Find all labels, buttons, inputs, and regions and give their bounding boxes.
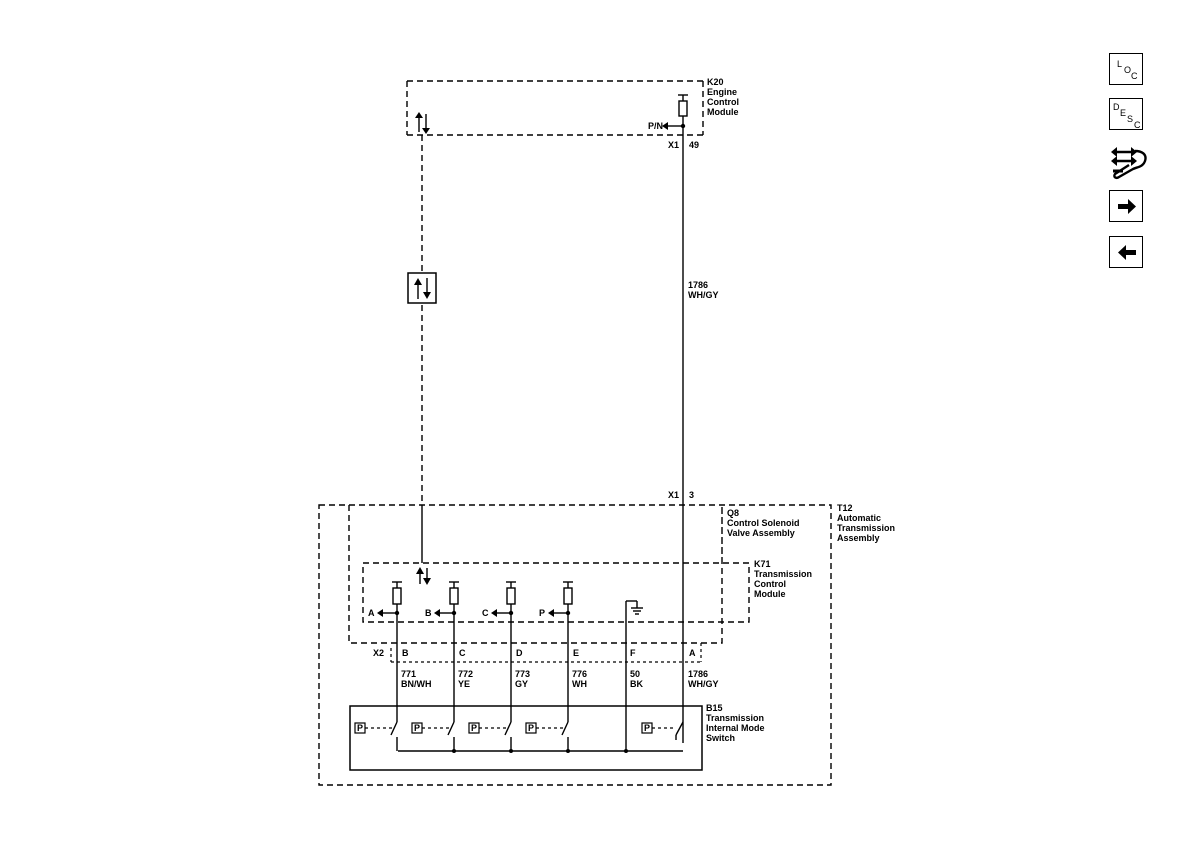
desc-letter-s: S bbox=[1127, 114, 1133, 124]
signal-name: P bbox=[539, 608, 545, 618]
arrow-right-icon bbox=[1118, 199, 1136, 214]
ecm-label-1: Engine bbox=[707, 87, 737, 97]
ecm-label-3: Module bbox=[707, 107, 739, 117]
loc-letter-o: O bbox=[1124, 65, 1131, 75]
pin-a-circuit: 1786 bbox=[688, 669, 708, 679]
t12-connector: X1 bbox=[668, 490, 679, 500]
tcm-serial-data-icon bbox=[416, 567, 431, 585]
wire-color: GY bbox=[515, 679, 528, 689]
ground-pin: F bbox=[630, 648, 636, 658]
pin-a: A bbox=[689, 648, 696, 658]
b15-label-1: Transmission bbox=[706, 713, 764, 723]
ecm-pin: 49 bbox=[689, 140, 699, 150]
switch-contact bbox=[561, 721, 569, 736]
circuit-number: 773 bbox=[515, 669, 530, 679]
loc-letter-c: C bbox=[1131, 71, 1138, 81]
wire-color: YE bbox=[458, 679, 470, 689]
t12-label-2: Transmission bbox=[837, 523, 895, 533]
t12-label-1: Automatic bbox=[837, 513, 881, 523]
signal-name: C bbox=[482, 608, 489, 618]
circuit-number: 771 bbox=[401, 669, 416, 679]
b15-label-3: Switch bbox=[706, 733, 735, 743]
k71-module-box bbox=[362, 562, 750, 623]
wire-color: WH bbox=[572, 679, 587, 689]
b15-switch-box bbox=[349, 705, 703, 771]
q8-code: Q8 bbox=[727, 508, 739, 518]
t12-assembly-box bbox=[318, 504, 832, 786]
wire-color: BN/WH bbox=[401, 679, 432, 689]
previous-page-button[interactable] bbox=[1109, 236, 1143, 268]
x2-connector-line bbox=[390, 643, 702, 663]
k71-code: K71 bbox=[754, 559, 771, 569]
serial-data-box-icon bbox=[407, 272, 437, 304]
x2-connector: X2 bbox=[373, 648, 384, 658]
loc-letter-l: L bbox=[1117, 59, 1122, 69]
switch-symbol: P bbox=[414, 723, 420, 733]
b15-label-2: Internal Mode bbox=[706, 723, 765, 733]
ground-wire-color: BK bbox=[630, 679, 643, 689]
k71-label-2: Control bbox=[754, 579, 786, 589]
t12-pin: 3 bbox=[689, 490, 694, 500]
q8-assembly-box bbox=[348, 505, 723, 644]
ecm-serial-data-icon bbox=[415, 112, 430, 134]
desc-letter-e: E bbox=[1120, 108, 1126, 118]
ecm-connector: X1 bbox=[668, 140, 679, 150]
t12-label-3: Assembly bbox=[837, 533, 880, 543]
signal-name: B bbox=[425, 608, 432, 618]
q8-label-2: Valve Assembly bbox=[727, 528, 795, 538]
switch-symbol: P bbox=[528, 723, 534, 733]
connector-pin: D bbox=[516, 648, 523, 658]
desc-letter-c: C bbox=[1134, 120, 1141, 130]
k71-label-1: Transmission bbox=[754, 569, 812, 579]
circuit-number: 776 bbox=[572, 669, 587, 679]
switch-contact bbox=[390, 721, 398, 736]
switch-contact bbox=[447, 721, 455, 736]
wire-1786-circuit: 1786 bbox=[688, 280, 708, 290]
ground-circuit bbox=[624, 600, 643, 753]
ground-circuit-number: 50 bbox=[630, 669, 640, 679]
wire-1786-color: WH/GY bbox=[688, 290, 719, 300]
signal-name: A bbox=[368, 608, 375, 618]
connector-pin: C bbox=[459, 648, 466, 658]
mode-switch-pn: P bbox=[641, 721, 684, 740]
circuit-number: 772 bbox=[458, 669, 473, 679]
switch-symbol: P bbox=[357, 723, 363, 733]
ecm-pn-signal: P/N bbox=[648, 121, 663, 131]
switch-symbol: P bbox=[471, 723, 477, 733]
ecm-pullup-resistor bbox=[662, 94, 688, 130]
diagnostic-tools-button[interactable] bbox=[1109, 143, 1149, 183]
k71-label-3: Module bbox=[754, 589, 786, 599]
ecm-label-2: Control bbox=[707, 97, 739, 107]
description-button[interactable]: D E S C bbox=[1109, 98, 1143, 130]
next-page-button[interactable] bbox=[1109, 190, 1143, 222]
t12-code: T12 bbox=[837, 503, 853, 513]
wrench-arrows-icon bbox=[1111, 147, 1147, 179]
connector-pin: E bbox=[573, 648, 579, 658]
location-button[interactable]: L O C bbox=[1109, 53, 1143, 85]
switch-symbol-pn: P bbox=[644, 723, 650, 733]
ecm-code: K20 bbox=[707, 77, 724, 87]
arrow-left-icon bbox=[1118, 245, 1136, 260]
q8-label-1: Control Solenoid bbox=[727, 518, 800, 528]
pin-a-color: WH/GY bbox=[688, 679, 719, 689]
connector-pin: B bbox=[402, 648, 409, 658]
switch-contact bbox=[504, 721, 512, 736]
b15-code: B15 bbox=[706, 703, 723, 713]
desc-letter-d: D bbox=[1113, 102, 1120, 112]
